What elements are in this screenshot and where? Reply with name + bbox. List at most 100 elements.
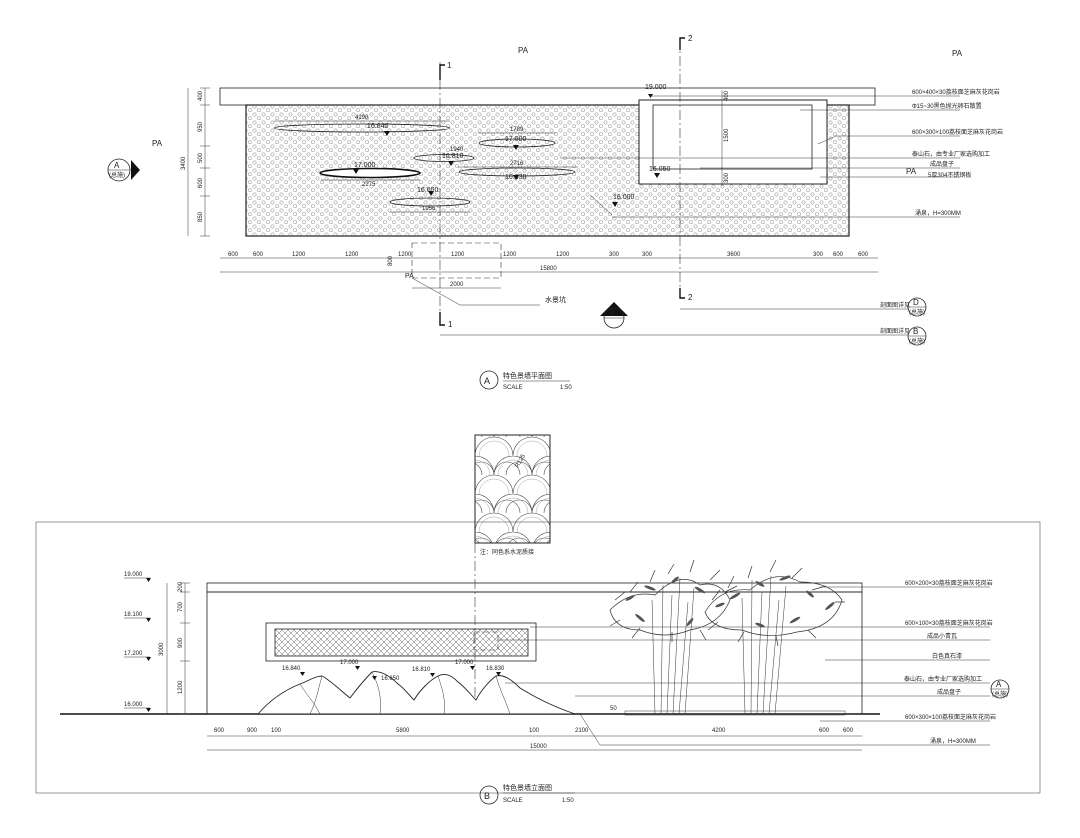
dim-label: 300: [642, 252, 653, 258]
plan-right-callouts: 600×400×30荔枝面芝麻灰花岗岩 Φ15~30黑色抛光卵石散置 600×3…: [560, 88, 1003, 218]
elevation-value: 16.830: [486, 666, 505, 672]
elevation-view: 16.840 17.000 16.650 16.810 17.000 16.83…: [35, 521, 1041, 805]
ref-text: 剖面图详见: [880, 327, 910, 335]
view-letter: A: [484, 376, 490, 386]
callout-text: 成品盘子: [937, 688, 961, 696]
ref-sheet: (总施): [909, 337, 925, 345]
callout-text: 600×300×100荔枝面芝麻灰花岗岩: [905, 713, 996, 721]
wall-cap: [206, 582, 863, 593]
dim-label: 3600: [727, 252, 741, 258]
callout-text: 5厚304不锈钢板: [928, 171, 971, 179]
pa-label: PA: [518, 46, 529, 55]
section-number: 2: [688, 293, 693, 302]
elevation-right-callouts: 600×200×30荔枝面芝麻灰花岗岩 600×100×30荔枝面芝麻灰花岗岩 …: [498, 579, 996, 746]
dim-label: 1500: [724, 128, 730, 142]
detail-note: 注：同色系水泥质接: [480, 548, 534, 556]
plan-title-block: A 特色景墙平面图 SCALE 1:50: [479, 370, 572, 391]
reference-a: A (总施): [990, 679, 1010, 699]
dim-label: 900: [247, 728, 258, 734]
ref-letter: B: [913, 327, 918, 336]
bamboo-planting: [609, 559, 846, 716]
view-marker-b: B: [600, 302, 628, 329]
detail-box: [473, 631, 499, 651]
pool-opening-inner: [652, 104, 813, 170]
dim-label: 100: [529, 728, 540, 734]
dim-label: 1940: [450, 147, 464, 153]
section-sheet: (总施): [109, 171, 125, 179]
pa-label: PA: [152, 139, 163, 148]
elevation-bottom-dimensions: 600 900 100 5800 100 2100 4200 600 600 1…: [207, 706, 862, 751]
pa-label: PA: [952, 49, 963, 58]
callout-text: 泰山石，由专业厂家选购加工: [912, 150, 990, 158]
dim-label: 500: [198, 152, 204, 163]
elevation-levels: 19.000 18.100 17.200 16.000: [124, 572, 151, 712]
section-marker-a: A (总施): [107, 158, 140, 182]
dim-label: 2716: [510, 161, 524, 167]
pa-label: PA: [405, 273, 414, 280]
elevation-title-block: B 特色景墙立面图 SCALE 1:50: [479, 783, 575, 805]
level-value: 18.100: [124, 612, 143, 618]
section-number: 1: [448, 320, 453, 329]
drawing-title: 特色景墙平面图: [503, 371, 552, 380]
elevation-side-dimensions: 200 700 900 3000 1200: [159, 581, 190, 715]
dim-label: 600: [843, 728, 854, 734]
inner-dimensions: 4190 1789 1940 2716 2275 1956 1500 300 4…: [274, 90, 730, 213]
dim-label: 3400: [181, 156, 187, 170]
dim-label: 4190: [355, 115, 369, 121]
elevation-value: 16.650: [417, 187, 439, 194]
level-value: 16.000: [124, 702, 143, 708]
dim-label: 600: [228, 252, 239, 258]
level-value: 19.000: [124, 572, 143, 578]
scale-value: 1:50: [562, 798, 574, 804]
elevation-value: 16.000: [613, 194, 635, 201]
scale-value: 1:50: [560, 385, 572, 391]
total-dim: 15000: [530, 744, 547, 750]
dim-label: 600: [198, 177, 204, 188]
elevation-value: 16.810: [442, 153, 464, 160]
tile-band-frame: [265, 622, 537, 662]
elevation-value: 16.650: [381, 676, 400, 682]
dim-label: 3000: [159, 642, 165, 656]
dim-label: 300: [724, 172, 730, 183]
view-letter: B: [610, 309, 615, 318]
dim-label: 950: [198, 121, 204, 132]
section-letter: A: [114, 161, 120, 170]
section-number: 1: [447, 61, 452, 70]
ref-sheet: (总施): [992, 690, 1008, 698]
reference-d: 剖面图详见 D (总施): [680, 297, 927, 317]
callout-text: 涌泉，H=300MM: [930, 737, 976, 745]
elevation-value: 16.840: [282, 666, 301, 672]
elevation-value: 16.840: [367, 123, 389, 130]
elevation-value: 16.810: [412, 667, 431, 673]
dim-label: 1200: [503, 252, 517, 258]
dim-label: 2000: [450, 282, 464, 288]
water-pit-label: 水景坑: [545, 295, 566, 304]
dim-label: 400: [724, 90, 730, 101]
tile-detail: R125 注：同色系水泥质接: [474, 434, 551, 556]
pa-label: PA: [906, 167, 917, 176]
plan-elevation-markers: 19.000 16.840 17.000 16.810 17.000 16.83…: [353, 84, 671, 216]
callout-text: Φ15~30黑色抛光卵石散置: [912, 102, 982, 110]
dim-label: 1956: [422, 206, 436, 212]
callout-text: 成品小青瓦: [927, 632, 957, 640]
dim-label: 700: [178, 601, 184, 612]
view-letter: B: [484, 791, 490, 801]
dim-label: 200: [178, 581, 184, 592]
scale-label: SCALE: [503, 385, 523, 391]
dim-label: 850: [198, 211, 204, 222]
dim-label: 1200: [398, 252, 412, 258]
dim-label: 1200: [556, 252, 570, 258]
elevation-value: 16.050: [649, 166, 671, 173]
rock-mountains: [257, 671, 576, 715]
dim-label: 300: [609, 252, 620, 258]
elevation-value: 17.000: [505, 136, 527, 143]
tile-band: [274, 628, 529, 657]
dim-label: 600: [833, 252, 844, 258]
dim-label: 50: [610, 706, 617, 712]
dim-label: 5800: [396, 728, 410, 734]
elevation-value: 17.000: [455, 660, 474, 666]
dim-label: 600: [819, 728, 830, 734]
level-value: 17.200: [124, 651, 143, 657]
ref-text: 剖面图详见: [880, 301, 910, 309]
